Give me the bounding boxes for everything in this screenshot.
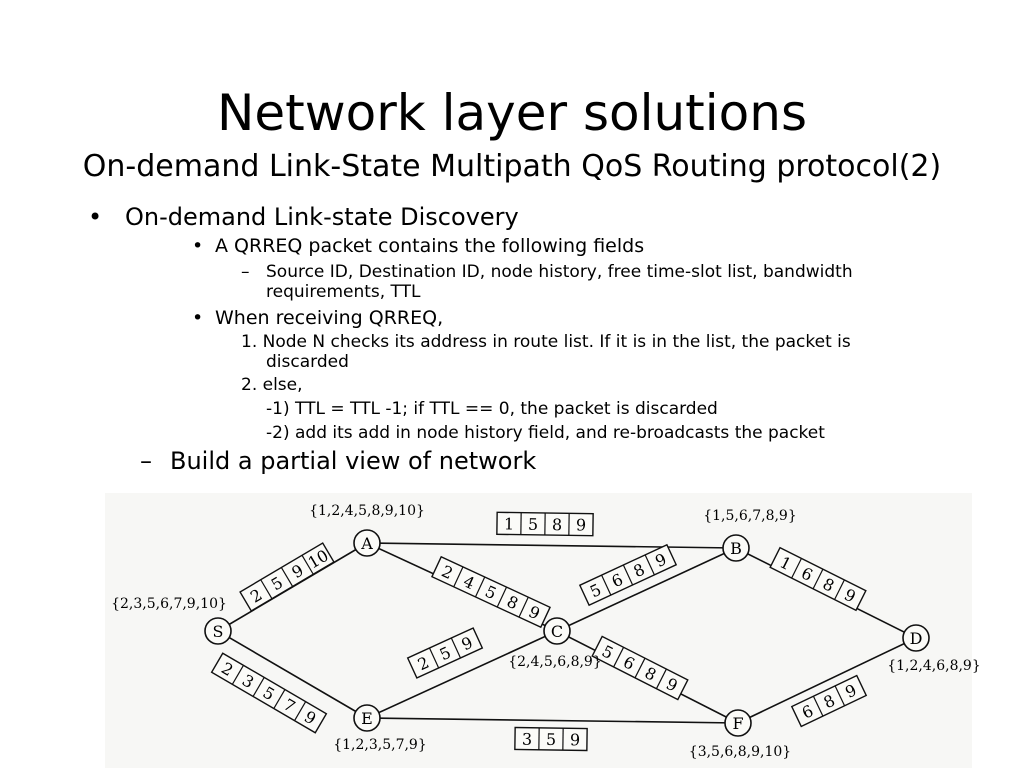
slide-subtitle: On-demand Link-State Multipath QoS Routi…	[82, 149, 942, 184]
dash-marker: –	[241, 262, 250, 282]
slot-value: 9	[576, 515, 586, 534]
bullet-marker: •	[192, 235, 204, 257]
node-s-slot-set: {2,3,5,6,7,9,10}	[111, 596, 227, 612]
node-b-slot-set: {1,5,6,7,8,9}	[703, 508, 797, 524]
node-f-label: F	[732, 714, 743, 733]
node-a-slot-set: {1,2,4,5,8,9,10}	[309, 503, 425, 519]
node-f-circle	[724, 709, 752, 737]
node-e-label: E	[361, 709, 373, 728]
link-a-b	[366, 542, 737, 549]
step-2-sub-1: -1) TTL = TTL -1; if TTL == 0, the packe…	[266, 399, 718, 419]
bullet-level3-fields-line1: Source ID, Destination ID, node history,…	[266, 262, 853, 282]
slot-value: 5	[528, 515, 538, 534]
node-s-label: S	[213, 622, 224, 641]
link-f-d	[737, 637, 917, 724]
bullet-level2-qrreq-fields: A QRREQ packet contains the following fi…	[215, 235, 645, 257]
step-1-line2: discarded	[266, 352, 349, 372]
link-c-b	[556, 547, 737, 632]
node-b-circle	[722, 534, 750, 562]
step-2-sub-2: -2) add its add in node history field, a…	[266, 423, 825, 443]
node-f-slot-set: {3,5,6,8,9,10}	[689, 744, 791, 760]
node-d-slot-set: {1,2,4,6,8,9}	[887, 658, 981, 674]
node-e-circle	[353, 704, 381, 732]
slot-value: 1	[504, 514, 514, 533]
node-d-circle	[902, 624, 930, 652]
node-s-circle	[204, 617, 232, 645]
slot-value: 8	[552, 515, 562, 534]
node-c-label: C	[551, 622, 563, 641]
node-a-circle	[353, 529, 381, 557]
node-c-circle	[543, 617, 571, 645]
node-d-label: D	[910, 629, 923, 648]
bullet-level3-fields-line2: requirements, TTL	[266, 282, 421, 302]
slot-value: 9	[570, 730, 580, 749]
bullet-level2-receiving: When receiving QRREQ,	[215, 307, 444, 329]
slot-value: 3	[522, 730, 532, 749]
step-1-line1: 1. Node N checks its address in route li…	[241, 332, 851, 352]
diagram-background	[105, 493, 972, 768]
step-2: 2. else,	[241, 375, 303, 395]
bullet-marker: •	[88, 203, 103, 231]
link-s-e	[217, 630, 368, 719]
bullet-marker: •	[192, 307, 204, 329]
node-c-slot-set: {2,4,5,6,8,9}	[508, 654, 602, 670]
slide-title: Network layer solutions	[216, 84, 808, 142]
link-e-c	[366, 630, 558, 719]
link-e-f	[366, 717, 739, 724]
slot-value: 5	[546, 730, 556, 749]
bullet-level1-discovery: On-demand Link-state Discovery	[125, 203, 519, 231]
bullet-level1-partial-view: Build a partial view of network	[170, 447, 537, 475]
node-e-slot-set: {1,2,3,5,7,9}	[333, 737, 427, 753]
dash-marker: –	[140, 447, 152, 475]
node-b-label: B	[730, 539, 742, 558]
node-a-label: A	[360, 534, 373, 553]
